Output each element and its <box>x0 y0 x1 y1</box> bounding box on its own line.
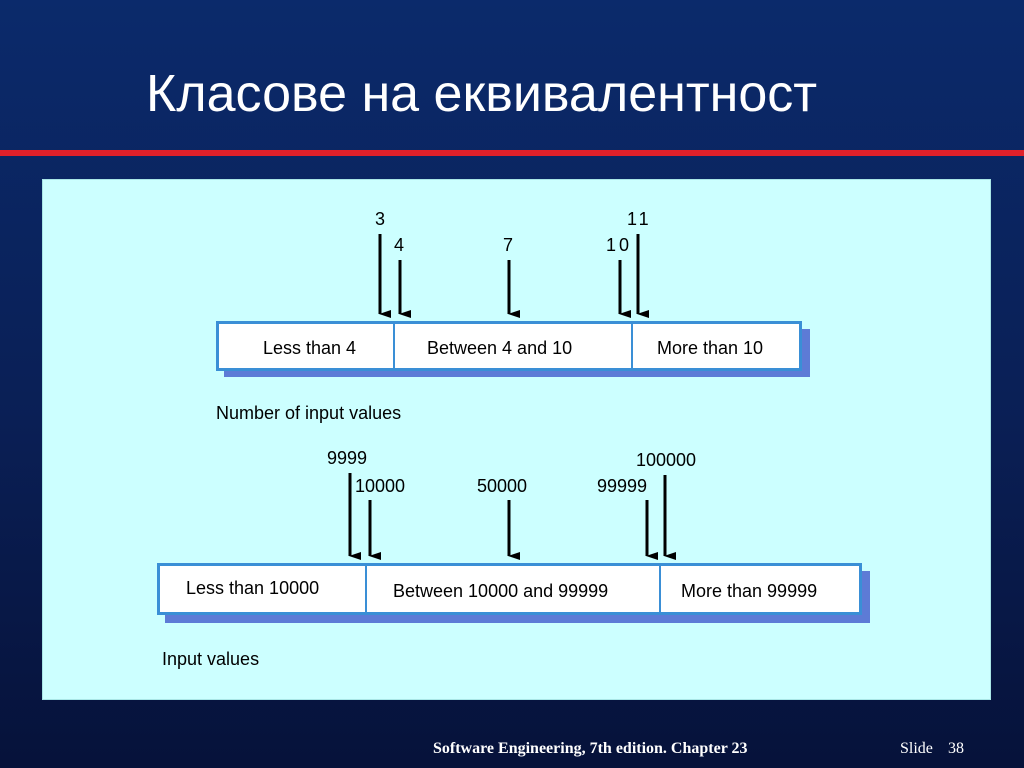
caption-input-values: Input values <box>162 649 260 669</box>
value-label-100000: 100000 <box>636 450 697 470</box>
partition-between-10000-and-99999-label: Between 10000 and 99999 <box>393 581 609 601</box>
footer-slide-number: 38 <box>948 740 964 757</box>
footer-book-title: Software Engineering, 7th edition. Chapt… <box>433 740 748 757</box>
slide-title: Класове на еквивалентност <box>146 65 818 123</box>
value-label-9999: 9999 <box>327 448 368 468</box>
value-label-50000: 50000 <box>477 476 528 496</box>
partition-bar-1: Less than 4 Between 4 and 10 More than 1… <box>216 321 810 377</box>
title-divider <box>0 150 1024 156</box>
value-label-4: 4 <box>394 235 405 255</box>
partition-between-10000-and-99999: Between 10000 and 99999 <box>367 566 661 612</box>
partition-more-than-10: More than 10 <box>633 324 799 368</box>
value-label-11: 11 <box>627 209 652 229</box>
partition-less-than-4-label: Less than 4 <box>263 338 357 358</box>
partition-more-than-10-label: More than 10 <box>657 338 764 358</box>
partition-between-4-and-10: Between 4 and 10 <box>395 324 633 368</box>
partition-less-than-10000-label: Less than 10000 <box>186 578 320 598</box>
partition-between-4-and-10-label: Between 4 and 10 <box>427 338 573 358</box>
footer-slide-label: Slide <box>900 740 933 757</box>
partition-bar-2: Less than 10000 Between 10000 and 99999 … <box>157 563 870 623</box>
value-label-99999: 99999 <box>597 476 648 496</box>
value-label-7: 7 <box>503 235 514 255</box>
value-label-3: 3 <box>375 209 386 229</box>
value-label-10: 10 <box>606 235 633 255</box>
partition-less-than-10000: Less than 10000 <box>160 566 367 612</box>
caption-number-of-input-values: Number of input values <box>216 403 402 423</box>
partition-less-than-4: Less than 4 <box>219 324 395 368</box>
value-label-10000: 10000 <box>355 476 406 496</box>
partition-more-than-99999: More than 99999 <box>661 566 859 612</box>
partition-more-than-99999-label: More than 99999 <box>681 581 818 601</box>
